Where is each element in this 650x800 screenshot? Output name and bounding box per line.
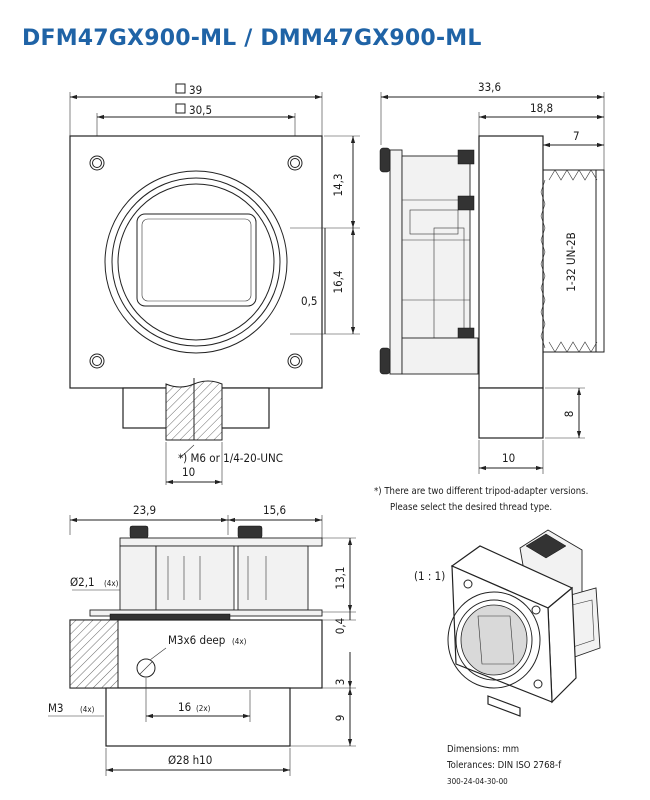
page-title: DFM47GX900-ML / DMM47GX900-ML: [22, 26, 482, 51]
thread-label: 1-32 UN-2B: [564, 232, 578, 292]
footer-code: 300-24-04-30-00: [447, 777, 508, 786]
dim-16-label: 16: [178, 700, 191, 714]
tripod-note: *) M6 or 1/4-20-UNC: [178, 451, 283, 465]
dim-total-label: 33,6: [478, 80, 501, 94]
dim-small-label: 0,5: [301, 294, 317, 308]
hole-count: (4x): [104, 579, 119, 588]
screw-label: M3x6 deep: [168, 633, 225, 647]
screw-count: (4x): [232, 637, 247, 646]
front-view: 39 30,5 14,3 16,4 0,5: [69, 83, 360, 485]
diameter-label: Ø28 h10: [168, 753, 212, 767]
dim-9-label: 9: [333, 715, 347, 722]
dim-flange-label: 18,8: [530, 101, 553, 115]
dim-pcb-label: 13,1: [333, 566, 347, 589]
footer-tolerances: Tolerances: DIN ISO 2768-f: [446, 760, 562, 771]
dim-gap-label: 0,4: [333, 618, 347, 634]
dim-width-label: 10: [502, 451, 515, 465]
dim-inner-label: 30,5: [189, 103, 212, 117]
footnote-line-2: Please select the desired thread type.: [390, 502, 552, 513]
footer-notes: Dimensions: mm Tolerances: DIN ISO 2768-…: [446, 744, 562, 786]
dim-tripod-label: 10: [182, 465, 195, 479]
dim-16-count: (2x): [196, 704, 211, 713]
side-view: 33,6 18,8 7 1-32 UN-2B 8: [379, 80, 605, 474]
iso-view: (1 : 1): [414, 529, 601, 717]
footnote: *) There are two different tripod-adapte…: [374, 486, 588, 513]
dim-left-label: 23,9: [133, 503, 156, 517]
dim-height-label: 8: [562, 411, 576, 418]
dim-right-label: 15,6: [263, 503, 286, 517]
scale-label: (1 : 1): [414, 569, 445, 583]
bottom-view: 23,9 15,6 Ø2,1 (4x) M3x6 deep (4x) M3 (4…: [48, 503, 356, 776]
dim-thread-label: 7: [573, 129, 580, 143]
footnote-line-1: *) There are two different tripod-adapte…: [374, 486, 588, 497]
dim-outer-label: 39: [189, 83, 202, 97]
dim-3-label: 3: [333, 679, 347, 686]
footer-dimensions: Dimensions: mm: [447, 744, 519, 755]
dim-mid-label: 16,4: [331, 270, 345, 293]
m3-label: M3: [48, 701, 64, 715]
hole-label: Ø2,1: [70, 575, 95, 589]
camera-front-body: [69, 135, 323, 389]
dim-top-label: 14,3: [331, 173, 345, 196]
m3-count: (4x): [80, 705, 95, 714]
